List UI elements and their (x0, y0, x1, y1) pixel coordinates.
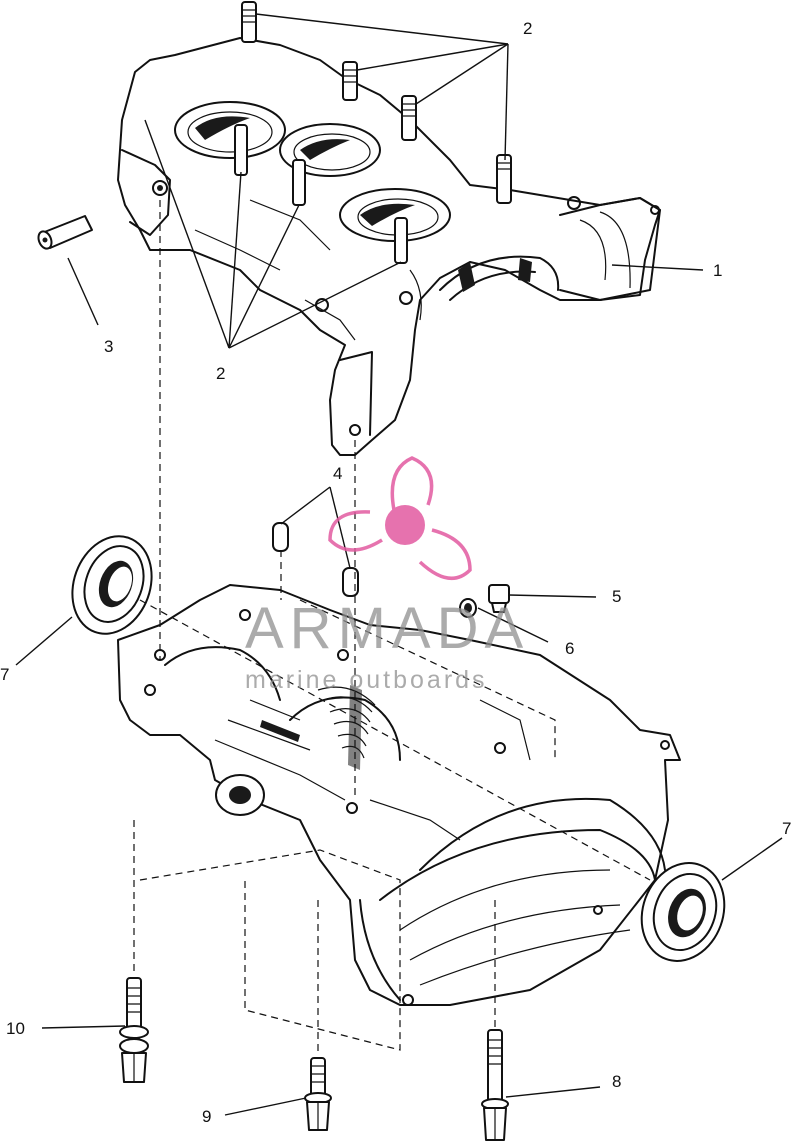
propeller-logo (328, 456, 472, 580)
stud (234, 124, 248, 176)
lower-crankcase (117, 584, 681, 1006)
callout-7-right: 7 (782, 819, 791, 838)
callout-9: 9 (202, 1107, 211, 1126)
callout-1: 1 (713, 261, 722, 280)
bolt-long (481, 1029, 509, 1141)
callout-2-top: 2 (523, 19, 532, 38)
drain-plug (488, 584, 510, 613)
callout-7-left: 7 (0, 665, 9, 684)
callout-4: 4 (333, 464, 342, 483)
washer (459, 598, 477, 618)
stud (394, 217, 408, 264)
watermark-tagline: marine outboards (245, 666, 488, 694)
seal-right (640, 862, 726, 962)
bolt-medium (119, 977, 149, 1083)
assembly-lines (133, 200, 651, 1055)
seal-left (71, 535, 153, 635)
stud (342, 61, 358, 101)
stud (292, 159, 306, 206)
callout-2-bottom: 2 (216, 364, 225, 383)
callout-10: 10 (6, 1019, 25, 1038)
upper-crankcase (117, 37, 661, 456)
callout-5: 5 (612, 587, 621, 606)
dowel-pins (272, 522, 359, 597)
leader-lines (15, 13, 783, 1116)
screw (37, 215, 93, 250)
callout-6: 6 (565, 639, 574, 658)
callout-8: 8 (612, 1072, 621, 1091)
stud (496, 154, 512, 204)
callout-3: 3 (104, 337, 113, 356)
bolt-short (304, 1057, 332, 1131)
watermark-brand: ARMADA (245, 596, 529, 661)
stud (401, 95, 417, 141)
stud (241, 1, 257, 43)
